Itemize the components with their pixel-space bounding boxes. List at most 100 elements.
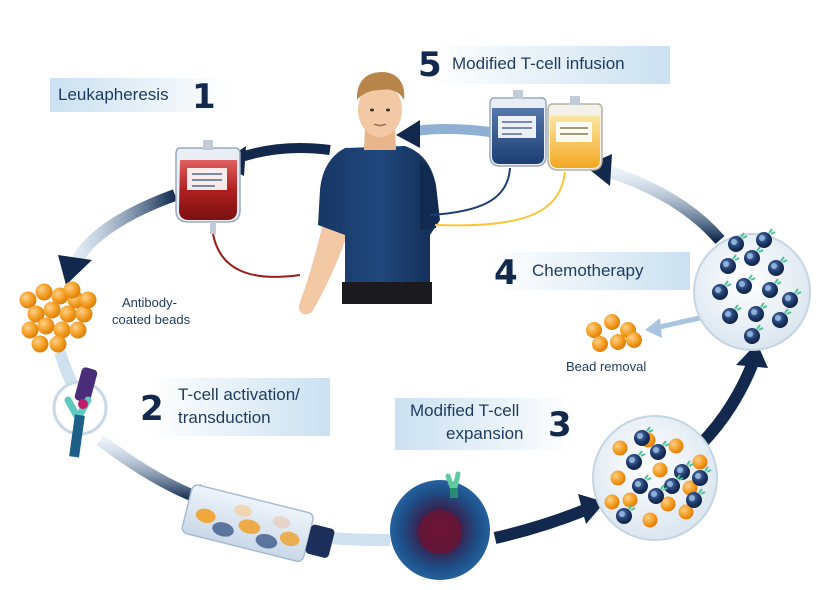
t-cell-receptor-mark	[660, 484, 668, 491]
t-cell-receptor-mark	[724, 280, 732, 287]
infusion-line-blue	[429, 167, 511, 216]
t-cell	[782, 288, 802, 308]
t-cell-highlight	[739, 281, 745, 287]
bead	[604, 494, 620, 510]
step-2-label-line2: transduction	[178, 408, 271, 427]
bead	[49, 335, 67, 353]
t-cell	[720, 254, 740, 274]
bead	[69, 321, 87, 339]
t-cell-receptor-mark	[646, 426, 654, 433]
step-3-label-line1: Modified T-cell	[410, 401, 520, 420]
t-cell-highlight	[651, 491, 657, 497]
t-cell	[650, 440, 670, 460]
bead	[622, 492, 638, 508]
arrow-person-to-bag	[230, 143, 331, 165]
modified-cells-dish	[693, 228, 811, 351]
t-cell	[768, 256, 788, 276]
t-cell-receptor-mark	[748, 274, 756, 281]
step-5-label: Modified T-cell infusion	[452, 54, 625, 73]
bead	[75, 305, 93, 323]
t-cell-highlight	[689, 495, 695, 501]
infusion-bag-blue	[489, 90, 547, 167]
t-cell	[616, 504, 636, 524]
t-cell-receptor-mark	[644, 474, 652, 481]
band-step-3	[395, 398, 575, 450]
bead	[660, 496, 676, 512]
t-cell	[744, 324, 764, 344]
t-cell-highlight	[715, 287, 721, 293]
band-step-4	[490, 252, 690, 290]
bead	[610, 470, 626, 486]
step-3-label-line2: expansion	[446, 424, 524, 443]
t-cell-highlight	[725, 311, 731, 317]
t-cell-highlight	[667, 481, 673, 487]
t-cell-highlight	[635, 481, 641, 487]
arrow-head	[645, 318, 662, 338]
arrow-dish-to-bags	[608, 166, 725, 244]
step-1-number: 1	[192, 77, 216, 117]
t-cell-highlight	[637, 433, 643, 439]
t-cell	[692, 466, 712, 486]
t-cell	[762, 278, 782, 298]
removed-bead	[592, 336, 608, 352]
step-2-label-line1: T-cell activation/	[178, 385, 300, 404]
step-2-number: 2	[140, 389, 164, 429]
bead	[35, 283, 53, 301]
band-step-5	[430, 46, 670, 84]
t-cell-receptor-mark	[756, 246, 764, 253]
t-cell-highlight	[619, 511, 625, 517]
culture-flask	[181, 484, 335, 563]
t-cell-receptor-mark	[732, 254, 740, 261]
bead	[53, 321, 71, 339]
t-cell-highlight	[677, 467, 683, 473]
step-5-number: 5	[418, 45, 442, 85]
bead	[678, 504, 694, 520]
bead	[27, 305, 45, 323]
t-cell-receptor-mark	[740, 232, 748, 239]
t-cell-receptor-mark	[780, 256, 788, 263]
t-cell-highlight	[775, 315, 781, 321]
t-cell-receptor-mark	[686, 460, 694, 467]
t-cell-highlight	[695, 473, 701, 479]
bead	[31, 335, 49, 353]
t-cell	[634, 426, 654, 446]
t-cell-highlight	[759, 235, 765, 241]
arrow-bag-to-beads	[69, 189, 178, 268]
t-cell-receptor-mark	[662, 440, 670, 447]
t-cell-receptor	[52, 367, 108, 458]
t-cell	[722, 304, 742, 324]
t-cell	[626, 450, 646, 470]
bead	[692, 454, 708, 470]
t-cell-receptor-mark	[768, 228, 776, 235]
removed-bead	[626, 332, 642, 348]
beads-annotation-line2: coated beads	[112, 312, 191, 327]
bead	[63, 281, 81, 299]
arrow-bead-removal	[654, 315, 701, 331]
t-cell-receptor-mark	[704, 466, 712, 473]
step-1-label: Leukapheresis	[58, 85, 169, 104]
bead-removal-annotation: Bead removal	[566, 359, 647, 374]
beads-annotation-line1: Antibody-	[122, 295, 177, 310]
band-step-2	[150, 378, 330, 436]
modified-t-cell	[390, 471, 490, 580]
t-cell-highlight	[771, 263, 777, 269]
blood-bag	[175, 140, 301, 278]
bead	[37, 317, 55, 335]
t-cell-highlight	[723, 261, 729, 267]
removed-bead	[604, 314, 620, 330]
bead	[21, 321, 39, 339]
infusion-bag-yellow	[547, 96, 603, 171]
infusion-line-yellow	[434, 171, 566, 227]
bead	[652, 462, 668, 478]
step-4-label: Chemotherapy	[532, 261, 644, 280]
t-cell	[648, 484, 668, 504]
step-3-number: 3	[548, 405, 572, 445]
t-cell	[744, 246, 764, 266]
t-cell-receptor-mark	[676, 474, 684, 481]
removed-bead	[586, 322, 602, 338]
t-cell	[674, 460, 694, 480]
t-cell-highlight	[653, 447, 659, 453]
t-cell	[632, 474, 652, 494]
arrow-head	[585, 154, 612, 186]
